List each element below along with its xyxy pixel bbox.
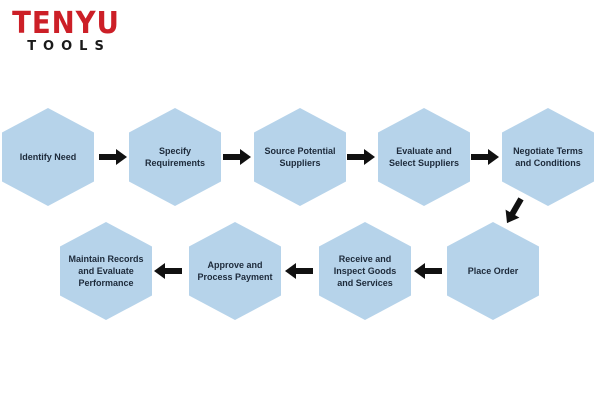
step-label: Receive and Inspect Goods and Services [333, 254, 397, 288]
step-identify-need: Identify Need [2, 108, 94, 206]
step-place-order: Place Order [447, 222, 539, 320]
arrow-right-icon [223, 149, 251, 165]
step-specify-requirements: Specify Requirements [129, 108, 221, 206]
logo-brand: TENYU [12, 6, 120, 41]
step-negotiate-terms: Negotiate Terms and Conditions [502, 108, 594, 206]
step-label: Place Order [467, 266, 519, 276]
step-label: Evaluate and Select Suppliers [388, 146, 460, 168]
step-label: Negotiate Terms and Conditions [513, 146, 583, 168]
step-evaluate-select-suppliers: Evaluate and Select Suppliers [378, 108, 470, 206]
step-source-potential-suppliers: Source Potential Suppliers [254, 108, 346, 206]
step-maintain-records: Maintain Records and Evaluate Performanc… [60, 222, 152, 320]
arrow-down-left-icon [500, 197, 528, 225]
step-approve-payment: Approve and Process Payment [189, 222, 281, 320]
arrow-right-icon [347, 149, 375, 165]
arrow-left-icon [154, 263, 182, 279]
arrow-right-icon [471, 149, 499, 165]
tenyu-tools-logo: TENYU TOOLS [6, 8, 126, 54]
arrow-right-icon [99, 149, 127, 165]
step-label: Maintain Records and Evaluate Performanc… [68, 254, 144, 288]
step-label: Identify Need [19, 152, 77, 162]
arrow-left-icon [414, 263, 442, 279]
step-label: Source Potential Suppliers [264, 146, 336, 168]
logo-sub: TOOLS [27, 39, 111, 54]
step-label: Specify Requirements [144, 146, 206, 168]
step-label: Approve and Process Payment [197, 260, 273, 282]
arrow-left-icon [285, 263, 313, 279]
step-receive-inspect: Receive and Inspect Goods and Services [319, 222, 411, 320]
